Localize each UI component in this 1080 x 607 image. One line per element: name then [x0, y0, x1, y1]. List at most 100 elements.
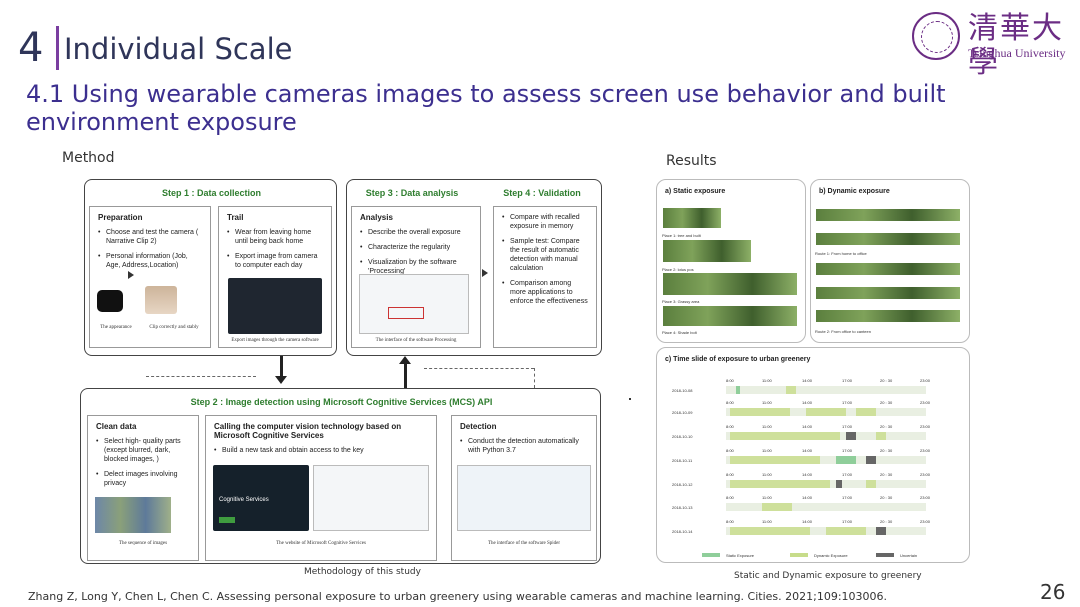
- calling-heading: Calling the computer vision technology b…: [214, 422, 402, 440]
- step3-title: Step 3 : Data analysis: [365, 188, 459, 198]
- caption-export: Export images through the camera softwar…: [231, 338, 319, 343]
- time-tick: 8:00: [726, 472, 734, 477]
- arrow-down-shaft: [280, 356, 283, 378]
- time-tick: 17:00: [842, 378, 853, 383]
- arrow-up-icon: [399, 356, 411, 364]
- legend-static-swatch: [702, 553, 720, 557]
- exposure-segment: [762, 503, 792, 511]
- list-item: Conduct the detection automatically with…: [460, 437, 588, 455]
- validation-panel: Compare with recalled exposure in memory…: [493, 206, 597, 348]
- timeline-bar: [726, 503, 926, 511]
- dashed-connector: [534, 368, 535, 388]
- section-divider: [56, 26, 59, 70]
- static-photo-strip: [662, 239, 752, 263]
- time-tick: 8:00: [726, 519, 734, 524]
- legend-uncertain-swatch: [876, 553, 894, 557]
- time-tick: 17:00: [842, 400, 853, 405]
- trail-heading: Trail: [227, 213, 244, 222]
- list-item: Visualization by the software 'Processin…: [360, 258, 472, 276]
- time-tick: 8:00: [726, 424, 734, 429]
- time-tick: 8:00: [726, 495, 734, 500]
- screen-headline: Cognitive Services: [219, 497, 269, 503]
- caption-sequence: The sequence of images: [118, 541, 168, 546]
- timeline-date: 2018-10-10: [672, 434, 693, 439]
- time-tick: 20 : 30: [880, 400, 893, 405]
- caption-spyder: The interface of the software Spider: [487, 541, 561, 546]
- citation: Zhang Z, Long Y, Chen L, Chen C. Assessi…: [28, 590, 888, 603]
- static-photo-strip: [662, 305, 798, 327]
- camera-image: [97, 290, 123, 312]
- list-item: Delect images involving privacy: [96, 470, 190, 488]
- time-tick: 23:00: [920, 424, 931, 429]
- step2-box: Step 2 : Image detection using Microsoft…: [80, 388, 601, 564]
- static-photo-strip: [662, 272, 798, 296]
- list-item: Describe the overall exposure: [360, 228, 472, 237]
- time-tick: 14:00: [802, 400, 813, 405]
- list-item: Characterize the regularity: [360, 243, 472, 252]
- clean-data-heading: Clean data: [96, 422, 137, 431]
- time-tick: 17:00: [842, 519, 853, 524]
- legend-dynamic-swatch: [790, 553, 808, 557]
- time-tick: 23:00: [920, 400, 931, 405]
- clean-data-panel: Clean data Select high- quality parts (e…: [87, 415, 199, 561]
- time-tick: 14:00: [802, 519, 813, 524]
- timeline-bar: [726, 480, 926, 488]
- person-photo: [145, 286, 177, 314]
- time-tick: 23:00: [920, 495, 931, 500]
- step2-title: Step 2 : Image detection using Microsoft…: [190, 397, 493, 407]
- tsinghua-logo: 清華大學 Tsinghua University: [912, 12, 1068, 80]
- dynamic-photo-strip: [815, 208, 961, 222]
- exposure-segment: [806, 408, 846, 416]
- time-tick: 14:00: [802, 378, 813, 383]
- dynamic-title: b) Dynamic exposure: [819, 188, 890, 195]
- logo-chinese-name: 清華大學: [968, 11, 1064, 80]
- analysis-heading: Analysis: [360, 213, 393, 222]
- static-title: a) Static exposure: [665, 188, 726, 195]
- place-label: Place 2: lotus pos: [662, 267, 694, 272]
- exposure-segment: [736, 386, 740, 394]
- camera-software-screenshot: [228, 278, 322, 334]
- exposure-segment: [876, 527, 886, 535]
- step1-box: Step 1 : Data collection Preparation Cho…: [84, 179, 337, 356]
- timeline-title: c) Time slide of exposure to urban green…: [665, 356, 811, 363]
- list-item: Build a new task and obtain access to th…: [214, 446, 428, 455]
- exposure-segment: [730, 480, 830, 488]
- time-tick: 8:00: [726, 400, 734, 405]
- dynamic-photo-strip: [815, 262, 961, 276]
- time-tick: 20 : 30: [880, 495, 893, 500]
- time-tick: 14:00: [802, 472, 813, 477]
- caption-clip: Clip correctly and stably: [149, 325, 199, 330]
- list-item: Sample test: Compare the result of autom…: [502, 237, 588, 273]
- time-tick: 23:00: [920, 472, 931, 477]
- dashed-connector: [424, 368, 534, 369]
- time-tick: 8:00: [726, 448, 734, 453]
- arrow-down-icon: [275, 376, 287, 384]
- exposure-segment: [836, 456, 856, 464]
- dynamic-photo-strip: [815, 309, 961, 323]
- highlight-box: [388, 307, 424, 319]
- mcs-portal-screenshot: [313, 465, 429, 531]
- time-tick: 20 : 30: [880, 519, 893, 524]
- time-tick: 11:00: [762, 378, 772, 383]
- time-tick: 20 : 30: [880, 424, 893, 429]
- method-caption: Methodology of this study: [304, 567, 421, 577]
- dynamic-photo-strip: [815, 232, 961, 246]
- list-item: Compare with recalled exposure in memory: [502, 213, 588, 231]
- preparation-heading: Preparation: [98, 213, 143, 222]
- logo-english-name: Tsinghua University: [968, 46, 1066, 60]
- exposure-segment: [846, 432, 856, 440]
- place-label: Place 4: Shade bolt: [662, 330, 697, 335]
- step4-title: Step 4 : Validation: [503, 188, 581, 198]
- dynamic-photo-strip: [815, 286, 961, 300]
- time-tick: 20 : 30: [880, 448, 893, 453]
- list-item: Export image from camera to computer eac…: [227, 252, 323, 270]
- detection-heading: Detection: [460, 422, 497, 431]
- list-item: Wear from leaving home until being back …: [227, 228, 323, 246]
- time-tick: 17:00: [842, 424, 853, 429]
- place-label: Place 1: tree and built: [662, 233, 701, 238]
- time-tick: 11:00: [762, 519, 772, 524]
- caption-appearance: The appearance: [100, 325, 132, 330]
- place-label: Place 3: Grassy area: [662, 299, 700, 304]
- timeline-bar: [726, 432, 926, 440]
- timeline-bar: [726, 386, 926, 394]
